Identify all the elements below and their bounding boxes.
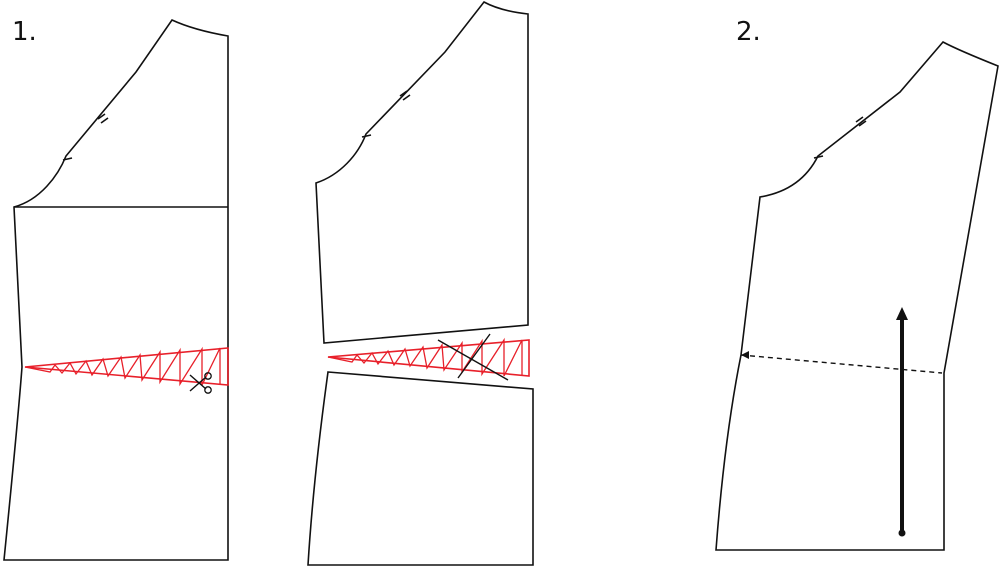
separated-pieces-group [307,0,534,566]
step-2-label: 2. [736,17,761,47]
step-1-label: 1. [12,17,37,47]
arrow-up-icon [896,307,908,537]
step-1-dart-zigzag [24,346,221,387]
x-mark-icon [437,333,509,381]
lower-bodice-piece [307,371,534,566]
step-1-shoulder-notches [62,113,109,161]
upper-bodice-piece [315,0,529,344]
reference-arrowhead [741,351,749,359]
removed-dart-zigzag [327,337,523,377]
upper-piece-notches [361,90,411,138]
step-2-bodice-outline [715,40,999,551]
scissors-icon [189,372,212,394]
step-2-group: 2. [715,17,999,551]
removed-dart-wedge [327,339,530,377]
step-1-group: 1. [3,17,229,561]
dart-reference-line [740,354,943,374]
step-2-shoulder-notches [813,116,867,159]
step-1-bodice-outline [3,18,229,561]
